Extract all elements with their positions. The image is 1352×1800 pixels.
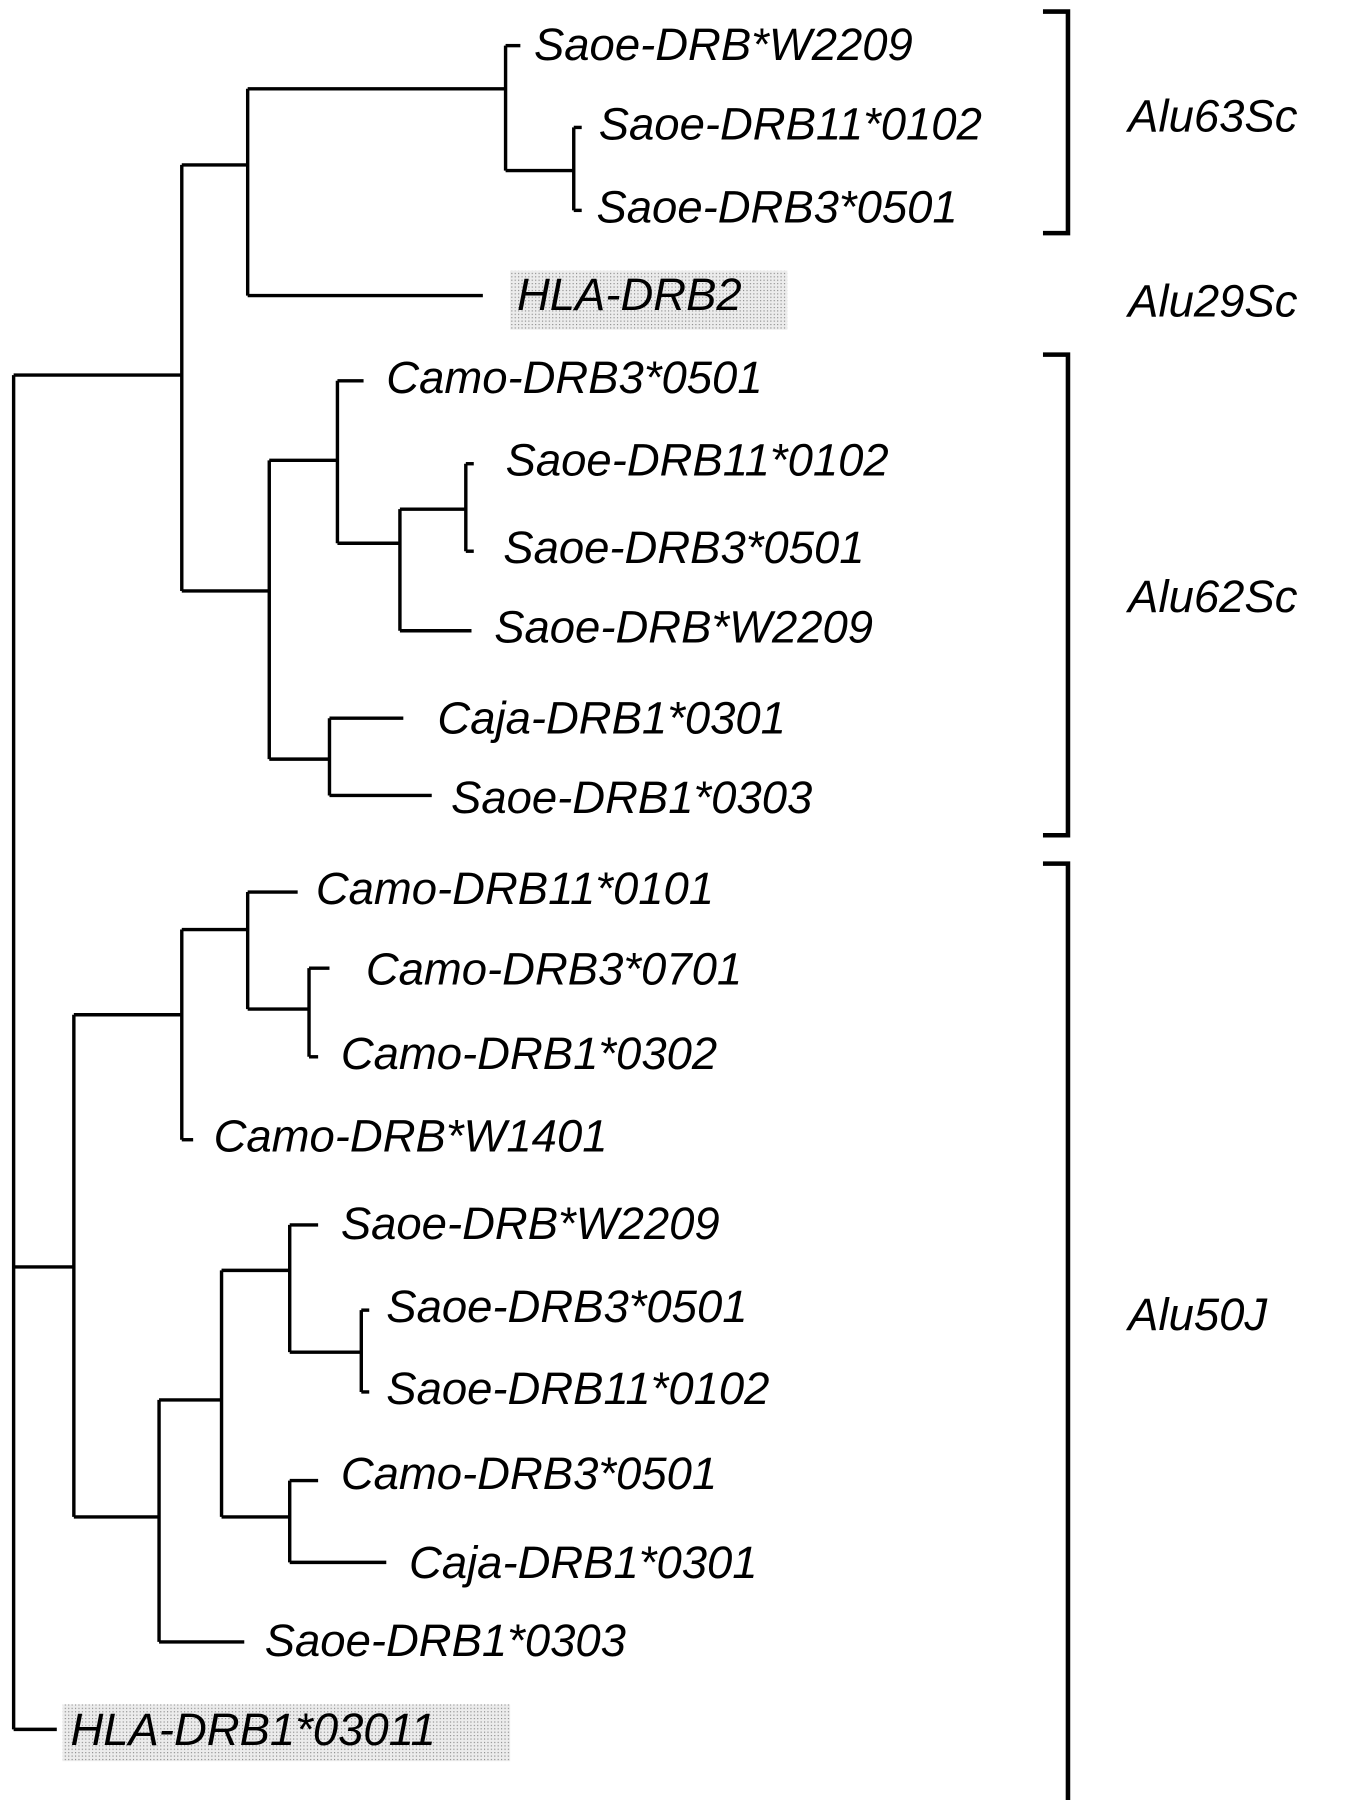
leaf-label: Saoe-DRB*W2209 xyxy=(341,1198,720,1249)
highlight-box xyxy=(510,270,788,330)
leaf-label: Saoe-DRB1*0303 xyxy=(451,772,812,823)
clade-bracket xyxy=(1042,9,1071,236)
leaf-label: Saoe-DRB3*0501 xyxy=(596,181,957,232)
clade-bracket xyxy=(1042,352,1071,838)
leaf-label: Saoe-DRB11*0102 xyxy=(506,435,889,486)
leaf-label: Saoe-DRB11*0102 xyxy=(599,98,982,149)
highlight-box xyxy=(62,1704,511,1762)
leaf-label: Caja-DRB1*0301 xyxy=(409,1537,758,1588)
clade-label: Alu62Sc xyxy=(1125,571,1298,622)
leaf-label: Saoe-DRB1*0303 xyxy=(265,1615,626,1666)
leaf-label: Camo-DRB1*0302 xyxy=(341,1028,717,1079)
leaf-label: Camo-DRB3*0701 xyxy=(366,944,742,995)
leaf-label: Saoe-DRB11*0102 xyxy=(386,1363,769,1414)
leaf-label: Camo-DRB3*0501 xyxy=(386,352,762,403)
clade-bracket xyxy=(1042,861,1071,1800)
clade-label: Alu63Sc xyxy=(1125,90,1298,141)
leaf-label: Saoe-DRB*W2209 xyxy=(494,602,873,653)
leaf-label: Camo-DRB3*0501 xyxy=(341,1448,717,1499)
clade-label: Alu29Sc xyxy=(1125,276,1298,327)
leaf-label: Saoe-DRB3*0501 xyxy=(386,1281,747,1332)
leaf-label: Saoe-DRB3*0501 xyxy=(503,522,864,573)
leaf-label: Caja-DRB1*0301 xyxy=(437,693,786,744)
leaf-label: Saoe-DRB*W2209 xyxy=(534,19,913,70)
clade-label: Alu50J xyxy=(1125,1289,1268,1340)
leaf-label: Camo-DRB*W1401 xyxy=(214,1111,608,1162)
leaf-label: Camo-DRB11*0101 xyxy=(316,863,714,914)
leaf-label: HLA-DRB2 xyxy=(517,269,742,320)
leaf-label: HLA-DRB1*03011 xyxy=(70,1704,435,1755)
